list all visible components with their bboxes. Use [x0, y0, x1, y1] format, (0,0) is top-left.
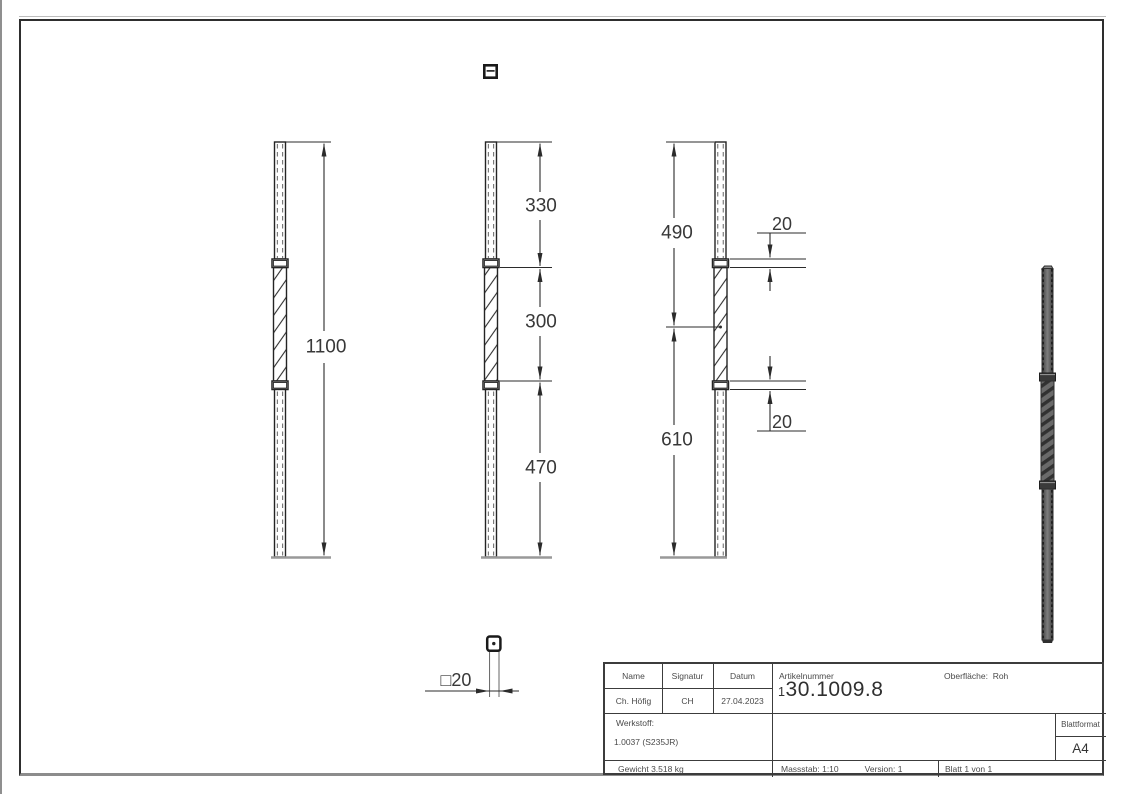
window-left-edge [0, 0, 2, 794]
title-block-line [605, 713, 1106, 715]
header-artikelnummer: Artikelnummer [779, 671, 834, 681]
werkstoff-label: Werkstoff: [616, 718, 654, 728]
frame-shadow [19, 16, 1106, 17]
blattformat-value: A4 [1072, 740, 1089, 756]
artikelnummer-value: 130.1009.8 [778, 678, 884, 701]
header-datum: Datum [729, 671, 756, 681]
title-block-line [772, 664, 774, 777]
massstab: Massstab: 1:10 [781, 763, 839, 774]
header-signatur: Signatur [671, 671, 704, 681]
gewicht: Gewicht 3.518 kg [618, 763, 684, 774]
title-block-line [1055, 736, 1106, 738]
blattformat-label: Blattformat [1061, 720, 1100, 729]
value-signatur: CH [681, 695, 694, 706]
header-oberflaeche: Oberfläche: Roh [944, 671, 1008, 681]
drawing-border-frame [19, 19, 1104, 776]
massstab-version: Massstab: 1:10 Version: 1 [772, 760, 938, 777]
blatt: Blatt 1 von 1 [945, 763, 993, 774]
werkstoff-value: 1.0037 (S235JR) [614, 737, 679, 747]
title-block-line [938, 760, 940, 777]
title-block: Name Signatur Datum Ch. Höfig CH 27.04.2… [603, 662, 1106, 777]
value-name: Ch. Höfig [615, 695, 652, 706]
oberflaeche-label: Oberfläche: [944, 671, 988, 681]
oberflaeche-value: Roh [992, 671, 1009, 681]
header-name: Name [622, 671, 645, 681]
value-datum: 27.04.2023 [721, 695, 764, 706]
title-block-line [605, 688, 772, 690]
version: Version: 1 [864, 763, 903, 774]
title-block-line [605, 760, 1106, 762]
